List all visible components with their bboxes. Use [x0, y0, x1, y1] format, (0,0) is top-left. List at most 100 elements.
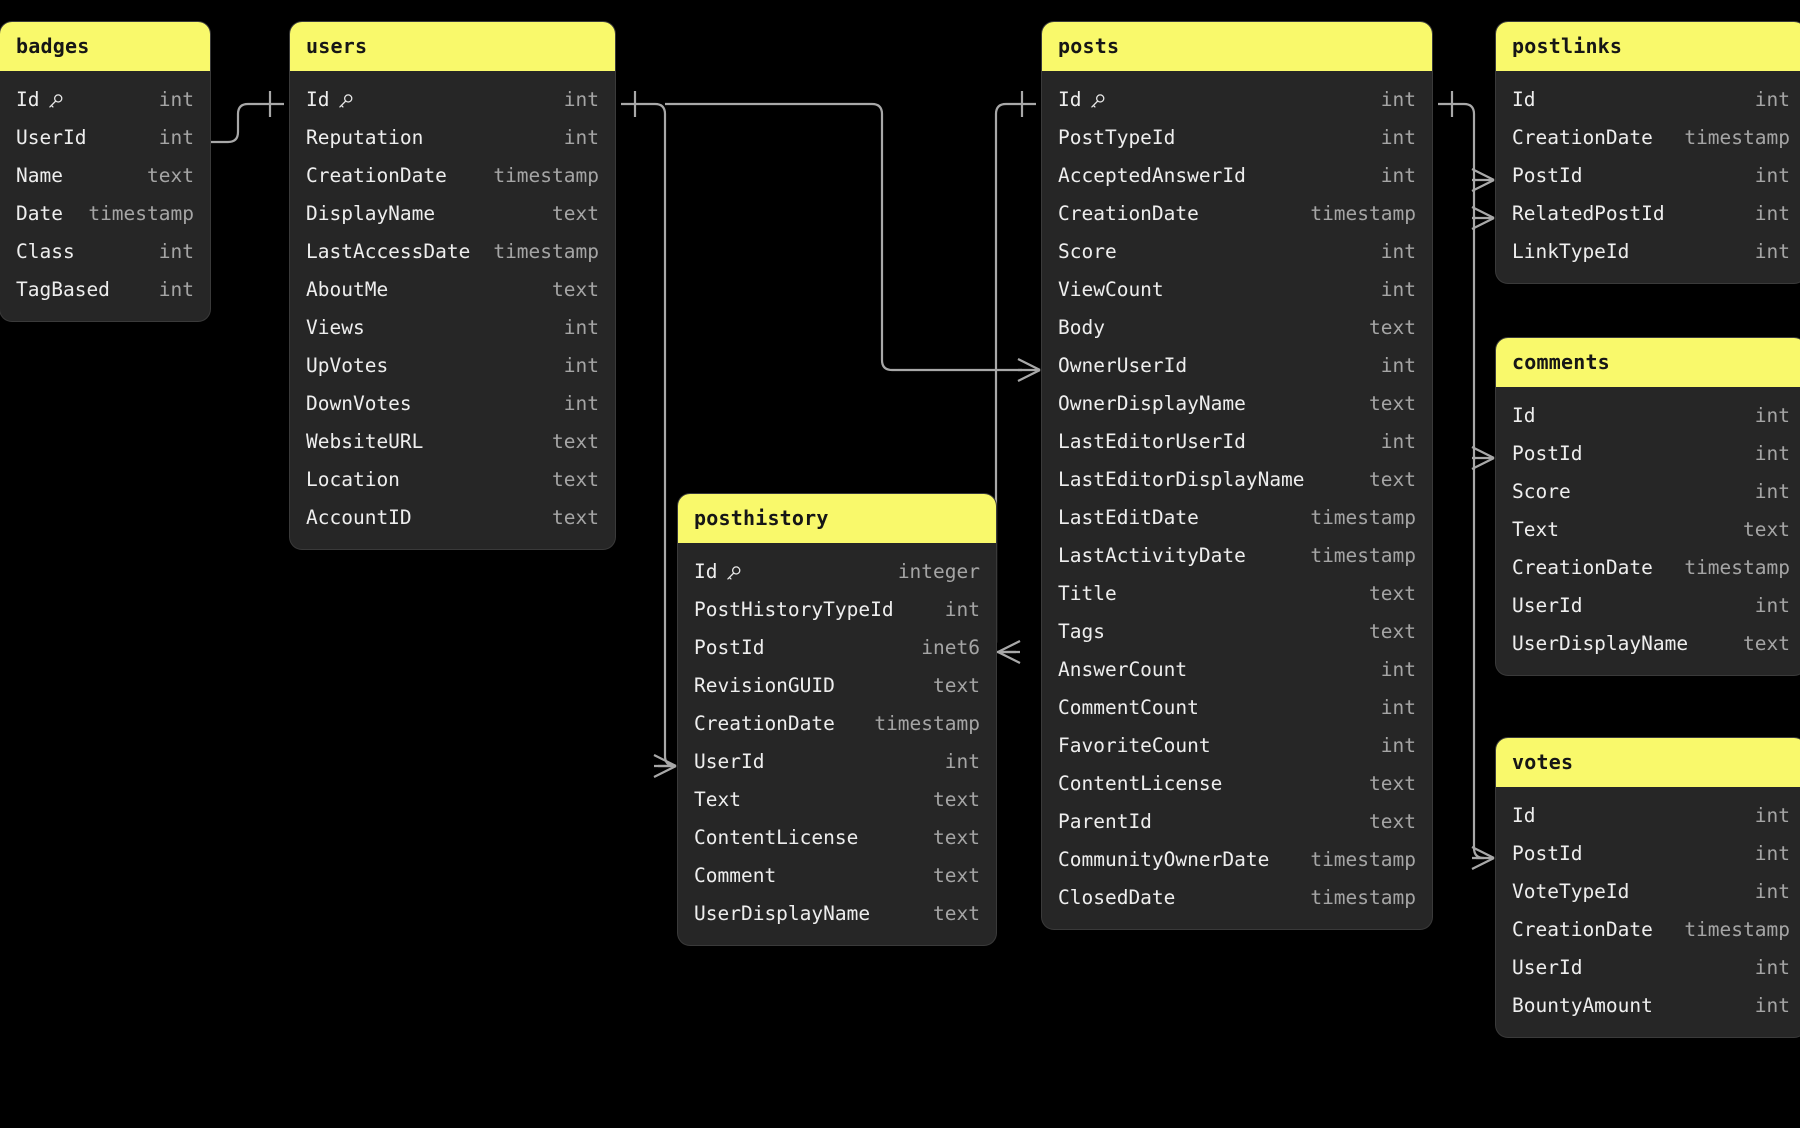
column-name-label: UserDisplayName — [1512, 632, 1689, 655]
column-type: text — [1369, 392, 1416, 415]
column-type: text — [552, 278, 599, 301]
column-row[interactable]: CreationDate timestamp — [290, 157, 615, 195]
column-name-label: Location — [306, 468, 400, 491]
column-name: RelatedPostId — [1512, 200, 1665, 228]
column-type: text — [1369, 316, 1416, 339]
column-name: CreationDate — [1512, 916, 1653, 944]
column-type: int — [1754, 404, 1790, 427]
column-name: Comment — [694, 862, 776, 890]
column-type: integer — [897, 560, 980, 583]
column-name-label: ContentLicense — [694, 826, 859, 849]
column-row[interactable]: Body text — [1042, 309, 1432, 347]
column-name-label: PostId — [1512, 442, 1583, 465]
column-row[interactable]: OwnerDisplayName text — [1042, 385, 1432, 423]
column-name-label: CreationDate — [694, 712, 835, 735]
column-name: LastEditorDisplayName — [1058, 466, 1305, 494]
column-name-label: UserDisplayName — [694, 902, 871, 925]
column-type: timestamp — [493, 164, 599, 187]
column-name-label: OwnerDisplayName — [1058, 392, 1246, 415]
column-type: int — [563, 392, 599, 415]
column-name-label: CreationDate — [306, 164, 447, 187]
column-name-label: AnswerCount — [1058, 658, 1188, 681]
column-name: Id — [16, 86, 64, 114]
column-name-label: Body — [1058, 316, 1105, 339]
column-name-label: CommentCount — [1058, 696, 1199, 719]
